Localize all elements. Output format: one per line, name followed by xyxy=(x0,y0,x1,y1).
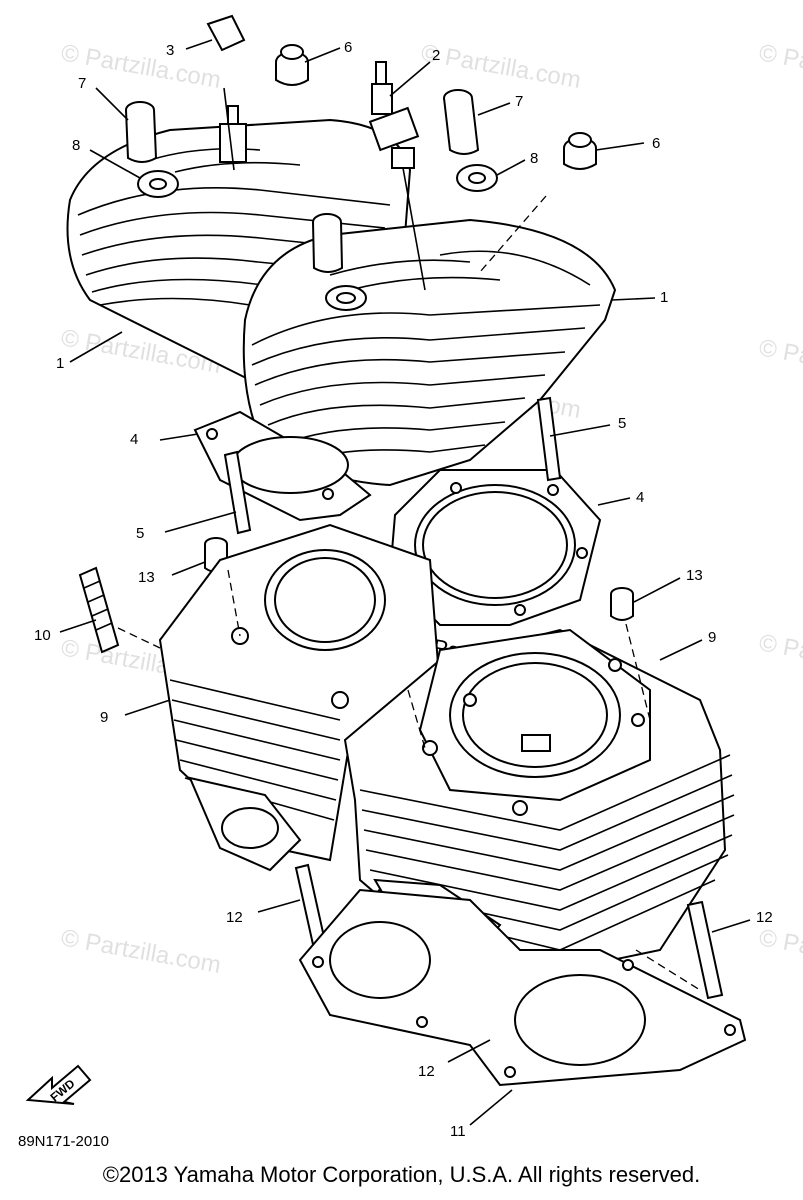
callout-8: 8 xyxy=(530,150,538,167)
callout-8: 8 xyxy=(72,137,80,154)
cap-nut-right xyxy=(563,132,597,170)
callout-3: 3 xyxy=(166,42,174,59)
head-gasket-left xyxy=(193,410,372,522)
callout-5: 5 xyxy=(618,415,626,432)
washer-left xyxy=(137,170,179,198)
base-gasket xyxy=(298,888,747,1087)
watermark: © Partzilla.com xyxy=(757,334,803,389)
drawing-code: 89N171-2010 xyxy=(18,1133,109,1150)
callout-5: 5 xyxy=(136,525,144,542)
callout-12: 12 xyxy=(418,1063,435,1080)
callout-6: 6 xyxy=(344,39,352,56)
callout-7: 7 xyxy=(515,93,523,110)
watermark: © Partzilla.com xyxy=(59,924,223,979)
watermark: © Partzilla.com xyxy=(757,629,803,684)
leader-lines xyxy=(59,39,751,1126)
cylinder-right xyxy=(343,628,735,977)
assembly-lines xyxy=(117,195,701,991)
collar-center xyxy=(312,213,344,273)
copyright-notice: ©2013 Yamaha Motor Corporation, U.S.A. A… xyxy=(102,1162,701,1187)
callout-4: 4 xyxy=(636,489,644,506)
spark-plug xyxy=(368,61,426,291)
watermark: © Partzilla.com xyxy=(419,39,583,94)
callout-9: 9 xyxy=(708,629,716,646)
callout-2: 2 xyxy=(432,47,440,64)
watermark: © Partzilla.com xyxy=(757,924,803,979)
cylinder-head-right xyxy=(242,218,617,487)
cylinder-left xyxy=(158,523,442,872)
collar-right xyxy=(443,89,480,155)
callout-6: 6 xyxy=(652,135,660,152)
callout-12: 12 xyxy=(756,909,773,926)
washer-right xyxy=(456,164,498,192)
callout-13: 13 xyxy=(686,567,703,584)
dowel-left xyxy=(223,450,252,535)
head-gasket-right xyxy=(388,469,602,626)
callout-4: 4 xyxy=(130,431,138,448)
cap-nut-left xyxy=(275,44,309,86)
callout-13: 13 xyxy=(138,569,155,586)
callout-11: 11 xyxy=(450,1123,466,1140)
plug-strip xyxy=(78,566,120,654)
callout-1: 1 xyxy=(660,289,668,306)
callout-12: 12 xyxy=(226,909,243,926)
plug-cap xyxy=(206,14,246,52)
stud-right xyxy=(686,900,724,1000)
callouts: 3 2 6 6 7 7 8 8 1 1 4 4 5 5 13 13 10 9 9… xyxy=(34,39,773,1140)
fwd-arrow-icon: FWD xyxy=(25,1064,92,1105)
callout-10: 10 xyxy=(34,627,51,644)
callout-9: 9 xyxy=(100,709,108,726)
callout-7: 7 xyxy=(78,75,86,92)
dowel-right xyxy=(536,396,562,482)
spark-plug-left xyxy=(219,87,247,171)
watermark: © Partzilla.com xyxy=(757,39,803,94)
callout-1: 1 xyxy=(56,355,64,372)
collar-left xyxy=(125,101,158,163)
bolt-right xyxy=(610,587,634,621)
